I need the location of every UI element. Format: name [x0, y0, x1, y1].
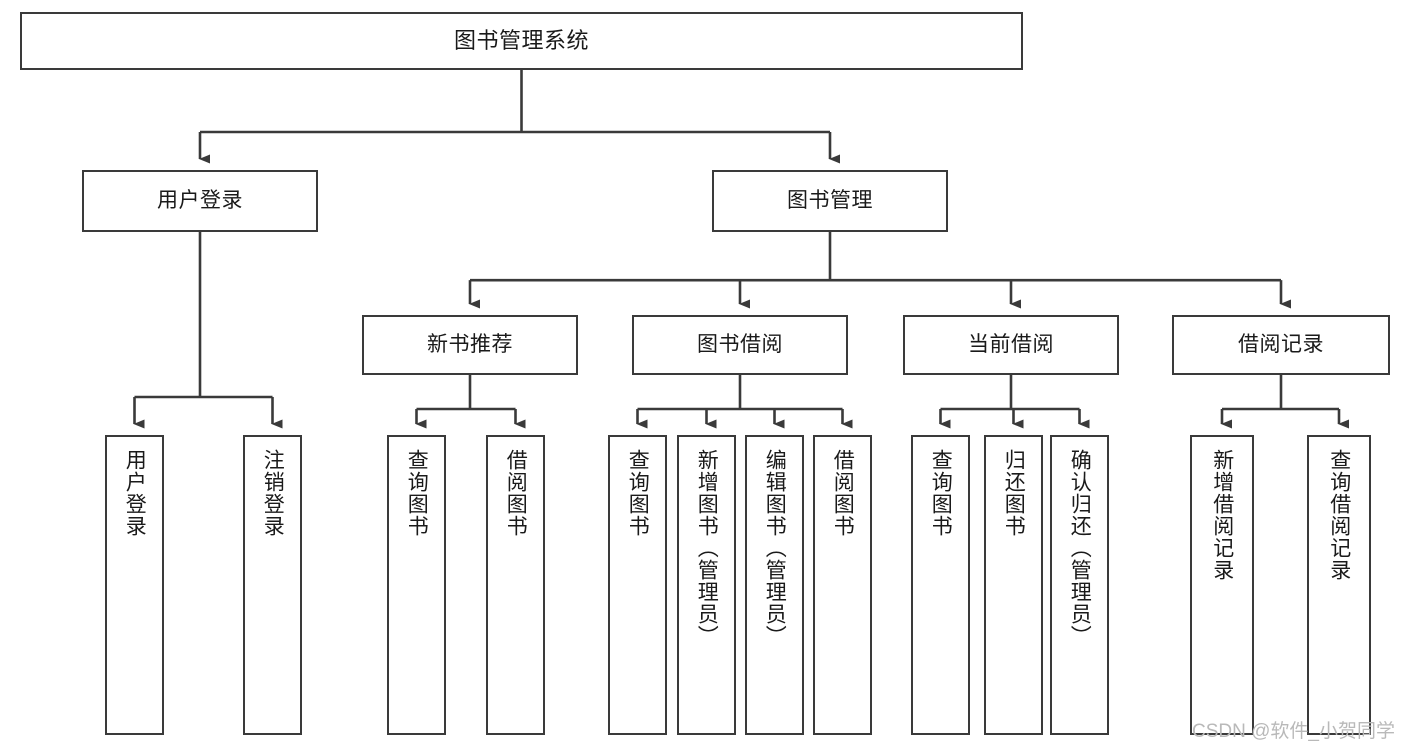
node-label-record: 借阅记录 — [1238, 333, 1324, 357]
node-record[interactable]: 借阅记录 — [1172, 315, 1390, 375]
node-label-l-query2: 查询图书 — [626, 449, 650, 537]
node-label-bookmgmt: 图书管理 — [787, 189, 873, 213]
node-l-query2[interactable]: 查询图书 — [608, 435, 667, 735]
node-l-logout[interactable]: 注销登录 — [243, 435, 302, 735]
node-label-l-login: 用户登录 — [123, 449, 147, 537]
node-l-edit[interactable]: 编辑图书（管理员） — [745, 435, 804, 735]
node-l-query3[interactable]: 查询图书 — [911, 435, 970, 735]
node-l-queryrec[interactable]: 查询借阅记录 — [1307, 435, 1371, 735]
node-login[interactable]: 用户登录 — [82, 170, 318, 232]
node-l-return[interactable]: 归还图书 — [984, 435, 1043, 735]
node-label-l-borrow1: 借阅图书 — [504, 449, 528, 537]
node-label-l-query1: 查询图书 — [405, 449, 429, 537]
node-label-newbook: 新书推荐 — [427, 333, 513, 357]
node-root[interactable]: 图书管理系统 — [20, 12, 1023, 70]
watermark-text: CSDN @软件_小贺同学 — [1192, 721, 1395, 742]
node-label-l-queryrec: 查询借阅记录 — [1327, 449, 1351, 581]
node-current[interactable]: 当前借阅 — [903, 315, 1119, 375]
node-bookmgmt[interactable]: 图书管理 — [712, 170, 948, 232]
node-label-l-edit: 编辑图书（管理员） — [763, 449, 787, 647]
node-l-borrow1[interactable]: 借阅图书 — [486, 435, 545, 735]
node-label-l-addrec: 新增借阅记录 — [1210, 449, 1234, 581]
node-label-borrow: 图书借阅 — [697, 333, 783, 357]
node-newbook[interactable]: 新书推荐 — [362, 315, 578, 375]
node-label-l-borrow2: 借阅图书 — [831, 449, 855, 537]
node-l-add[interactable]: 新增图书（管理员） — [677, 435, 736, 735]
node-l-borrow2[interactable]: 借阅图书 — [813, 435, 872, 735]
node-label-l-add: 新增图书（管理员） — [695, 449, 719, 647]
node-borrow[interactable]: 图书借阅 — [632, 315, 848, 375]
node-label-login: 用户登录 — [157, 189, 243, 213]
node-label-l-query3: 查询图书 — [929, 449, 953, 537]
node-l-query1[interactable]: 查询图书 — [387, 435, 446, 735]
node-label-l-confirm: 确认归还（管理员） — [1068, 449, 1092, 647]
node-l-addrec[interactable]: 新增借阅记录 — [1190, 435, 1254, 735]
node-label-l-logout: 注销登录 — [261, 449, 285, 537]
node-label-current: 当前借阅 — [968, 333, 1054, 357]
node-l-confirm[interactable]: 确认归还（管理员） — [1050, 435, 1109, 735]
node-label-root: 图书管理系统 — [453, 27, 589, 53]
node-l-login[interactable]: 用户登录 — [105, 435, 164, 735]
node-label-l-return: 归还图书 — [1002, 449, 1026, 537]
